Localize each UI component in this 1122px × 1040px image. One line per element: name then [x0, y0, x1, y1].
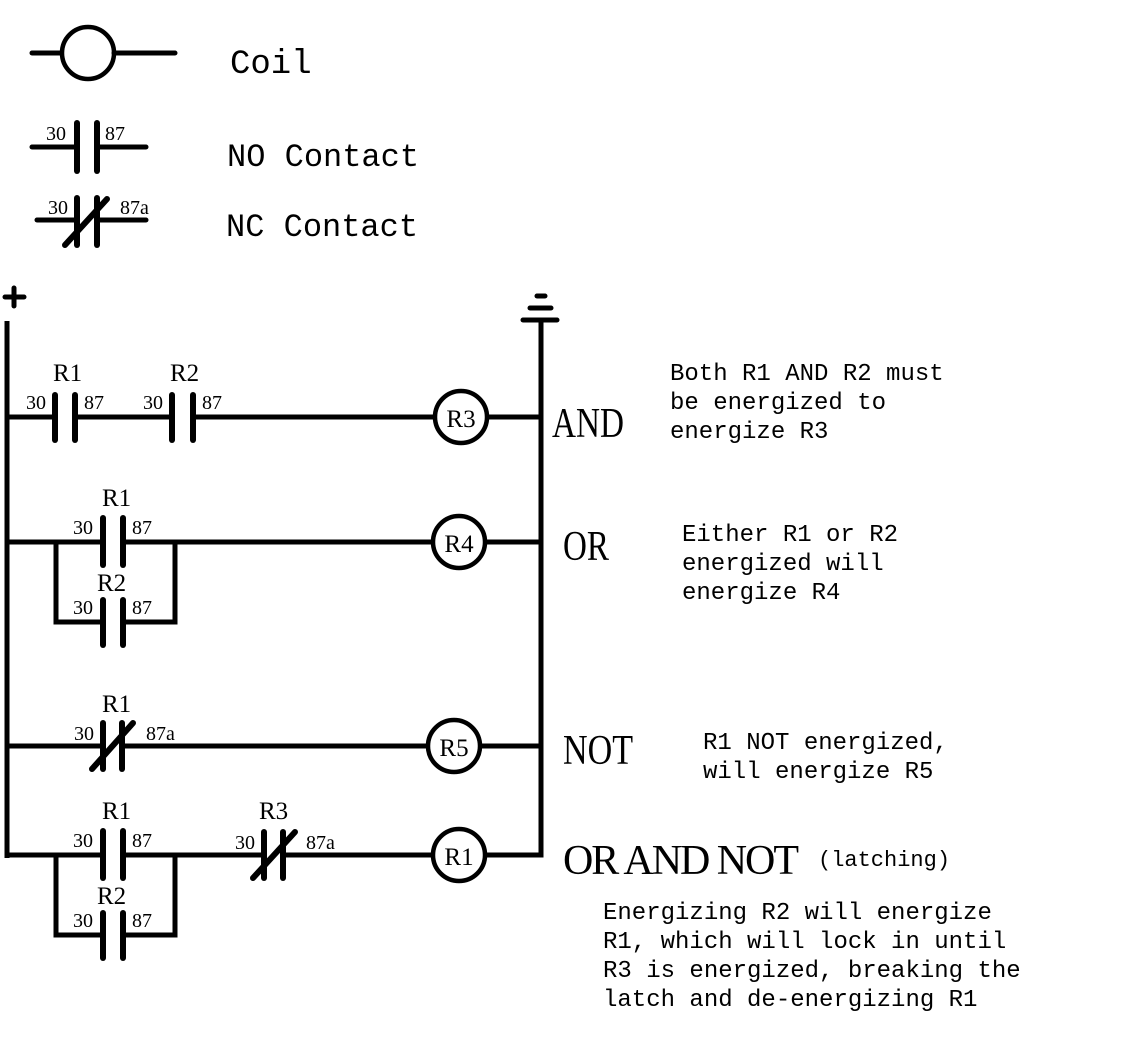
positive-symbol-icon [2, 285, 27, 309]
power-rails [2, 285, 560, 858]
description-line: Energizing R2 will energize [603, 900, 992, 927]
relay-label: R1 [102, 798, 131, 825]
terminal-label: 30 [73, 517, 93, 539]
relay-label: R1 [102, 691, 131, 718]
parallel-branch-right [123, 542, 178, 625]
terminal-label: 30 [73, 830, 93, 852]
terminal-label: 30 [48, 197, 68, 219]
legend: Coil 30 87 NO Contact 30 87a NC Contact [29, 24, 419, 248]
nc-slash-icon [89, 720, 136, 772]
terminal-label: 87 [132, 830, 152, 852]
terminal-label: 30 [235, 832, 255, 854]
description-line: R3 is energized, breaking the [603, 958, 1021, 985]
terminal-label: 30 [73, 597, 93, 619]
description-line: latch and de-energizing R1 [603, 987, 977, 1014]
contact-r1-no: R1 30 87 [26, 360, 104, 443]
relay-label: R1 [102, 485, 131, 512]
terminal-label: 87 [84, 392, 104, 414]
relay-label: R3 [259, 798, 288, 825]
description-line: will energize R5 [703, 759, 933, 786]
gate-label-or: OR [563, 524, 609, 570]
description-line: energized will [682, 551, 884, 578]
relay-label: R1 [53, 360, 82, 387]
terminal-label: 87a [146, 723, 175, 745]
description-line: energize R4 [682, 580, 840, 607]
description-line: Both R1 AND R2 must [670, 361, 944, 388]
description-line: R1 NOT energized, [703, 730, 948, 757]
terminal-label: 87 [105, 123, 125, 145]
terminal-label: 30 [73, 910, 93, 932]
parallel-branch-left [53, 542, 103, 625]
rung-and: R1 30 87 R2 30 87 R3 AND Both R1 AND R2 … [7, 360, 944, 447]
coil-label: R5 [439, 735, 468, 762]
legend-coil: Coil [29, 24, 312, 84]
gate-note-latching: (latching) [818, 848, 950, 873]
terminal-label: 87 [132, 910, 152, 932]
description-line: Either R1 or R2 [682, 522, 898, 549]
parallel-branch-left [53, 855, 103, 938]
legend-coil-label: Coil [230, 46, 312, 84]
relay-label: R2 [170, 360, 199, 387]
gate-label-and: AND [552, 401, 624, 447]
nc-slash-icon [250, 829, 298, 881]
legend-no-contact: 30 87 NO Contact [29, 120, 419, 176]
contact-r2-no: R2 30 87 [143, 360, 222, 443]
legend-no-contact-label: NO Contact [227, 139, 419, 176]
legend-nc-contact: 30 87a NC Contact [34, 195, 418, 248]
rung-or: R1 30 87 R2 30 87 R4 OR Either R1 or R2 … [7, 485, 898, 648]
terminal-label: 87 [132, 597, 152, 619]
description-latching: Energizing R2 will energize R1, which wi… [603, 900, 1021, 1014]
gate-label-or-and-not: OR AND NOT [563, 838, 799, 884]
coil-r3: R3 [432, 388, 490, 446]
coil-r4: R4 [430, 513, 488, 571]
description-not: R1 NOT energized, will energize R5 [703, 730, 948, 786]
contact-r1-no: R1 30 87 [73, 798, 152, 881]
rung-latching: R1 30 87 R2 30 87 R3 30 87a R1 OR AND NO… [7, 798, 1021, 1014]
ground-symbol-icon [520, 293, 560, 323]
terminal-label: 30 [143, 392, 163, 414]
relay-label: R2 [97, 883, 126, 910]
relay-label: R2 [97, 570, 126, 597]
coil-label: R1 [444, 844, 473, 871]
contact-r2-no: R2 30 87 [73, 883, 152, 961]
coil-r5: R5 [425, 717, 483, 775]
parallel-branch-right [123, 855, 178, 938]
rung-not: R1 30 87a R5 NOT R1 NOT energized, will … [7, 691, 948, 786]
description-line: R1, which will lock in until [603, 929, 1006, 956]
terminal-label: 30 [74, 723, 94, 745]
coil-label: R3 [446, 406, 475, 433]
description-line: be energized to [670, 390, 886, 417]
contact-r1-nc: R1 30 87a [74, 691, 175, 772]
contact-r1-no: R1 30 87 [73, 485, 152, 568]
contact-r3-nc: R3 30 87a [235, 798, 335, 881]
gate-label-not: NOT [563, 728, 633, 774]
description-or: Either R1 or R2 energized will energize … [682, 522, 898, 607]
coil-symbol-icon [59, 24, 117, 82]
terminal-label: 87 [132, 517, 152, 539]
terminal-label: 87a [306, 832, 335, 854]
terminal-label: 87a [120, 197, 149, 219]
terminal-label: 30 [46, 123, 66, 145]
description-line: energize R3 [670, 419, 828, 446]
coil-label: R4 [444, 531, 474, 558]
nc-contact-slash-icon [62, 196, 110, 248]
terminal-label: 87 [202, 392, 222, 414]
wire [485, 852, 544, 858]
coil-r1: R1 [430, 826, 488, 884]
terminal-label: 30 [26, 392, 46, 414]
legend-nc-contact-label: NC Contact [226, 209, 418, 246]
contact-r2-no: R2 30 87 [73, 570, 152, 648]
description-and: Both R1 AND R2 must be energized to ener… [670, 361, 944, 446]
